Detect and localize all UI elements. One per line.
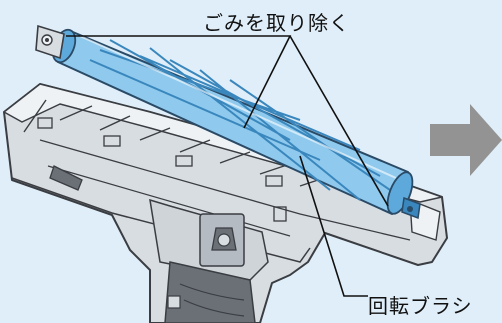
next-step-arrow-icon <box>430 104 502 176</box>
rotating-brush <box>35 24 421 220</box>
callout-leaders <box>66 35 389 297</box>
rotating-brush-label: 回転ブラシ <box>368 294 473 318</box>
remove-dust-label: ごみを取り除く <box>203 11 350 35</box>
